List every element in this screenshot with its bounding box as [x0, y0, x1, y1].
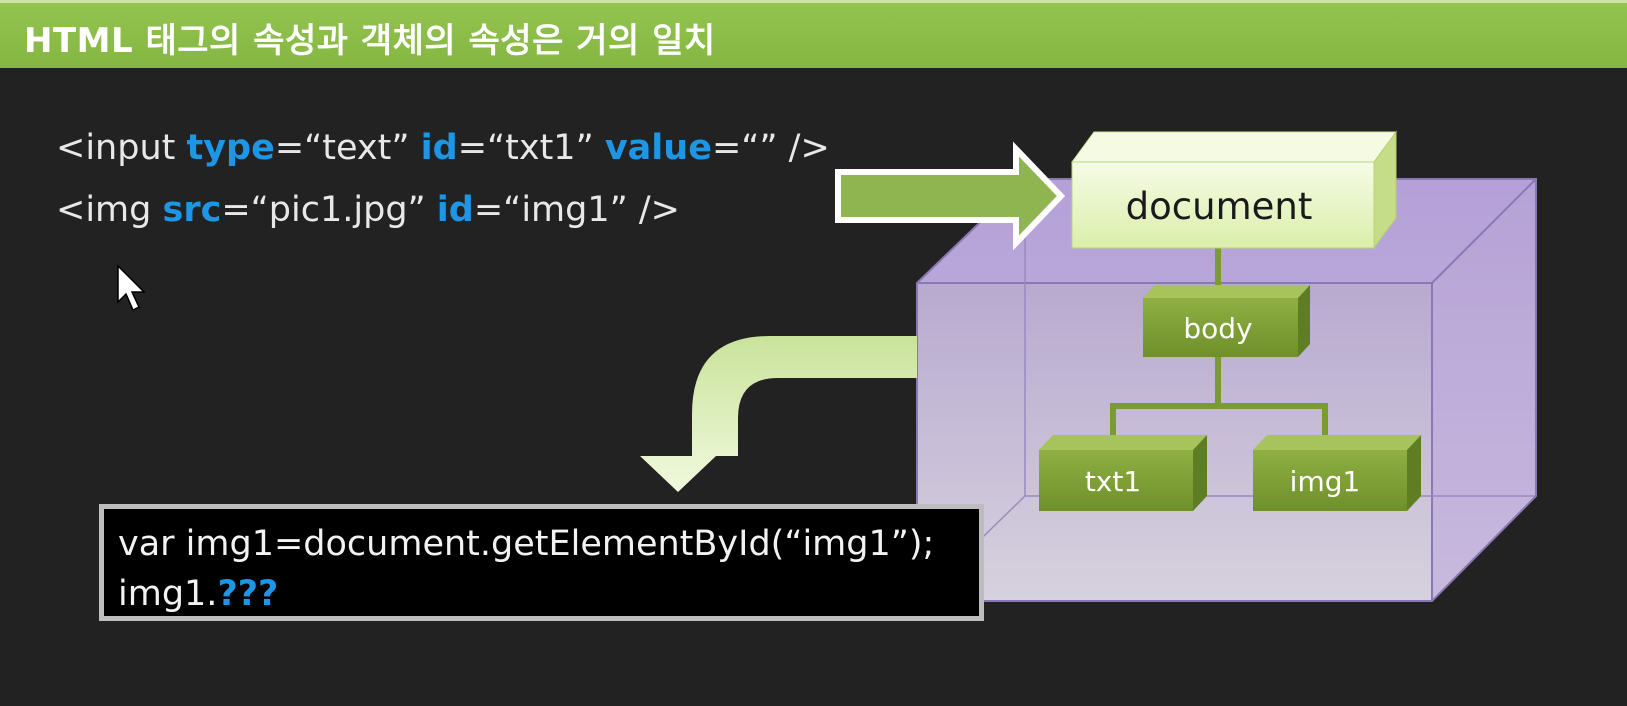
- js-code-text: img1.: [118, 574, 218, 614]
- attr-keyword-value: value: [604, 128, 712, 168]
- body-label: body: [1183, 312, 1252, 345]
- attr-keyword-src: src: [162, 190, 222, 230]
- js-code-line-2: img1.???: [118, 569, 965, 619]
- title-bar: HTML 태그의 속성과 객체의 속성은 거의 일치: [0, 0, 1627, 68]
- code-text: <img: [56, 190, 163, 230]
- html-code-line-img: <img src=“pic1.jpg” id=“img1” />: [56, 190, 680, 230]
- document-label: document: [1126, 185, 1313, 228]
- txt1-node: txt1: [1039, 435, 1207, 511]
- code-text: =“” />: [711, 128, 830, 168]
- right-arrow: [835, 141, 1066, 251]
- html-code-line-input: <input type=“text” id=“txt1” value=“” />: [56, 128, 830, 168]
- code-text: <input: [56, 128, 187, 168]
- slide-title: HTML 태그의 속성과 객체의 속성은 거의 일치: [24, 21, 716, 61]
- code-text: =“text”: [274, 128, 421, 168]
- img1-node: img1: [1253, 435, 1421, 511]
- js-code-box: var img1=document.getElementById(“img1”)…: [99, 504, 984, 621]
- js-code-line-1: var img1=document.getElementById(“img1”)…: [118, 524, 935, 564]
- img1-label: img1: [1290, 465, 1361, 498]
- code-text: =“pic1.jpg”: [221, 190, 437, 230]
- code-text: =“txt1”: [457, 128, 605, 168]
- code-text: =“img1” />: [473, 190, 680, 230]
- mouse-cursor-icon: [117, 264, 146, 312]
- attr-keyword-id: id: [436, 190, 474, 230]
- js-code-question: ???: [217, 574, 279, 614]
- attr-keyword-id: id: [420, 128, 458, 168]
- attr-keyword-type: type: [186, 128, 275, 168]
- body-node: body: [1143, 285, 1310, 357]
- curved-arrow: [640, 336, 917, 492]
- txt1-label: txt1: [1085, 465, 1141, 498]
- document-node: document: [1071, 130, 1397, 250]
